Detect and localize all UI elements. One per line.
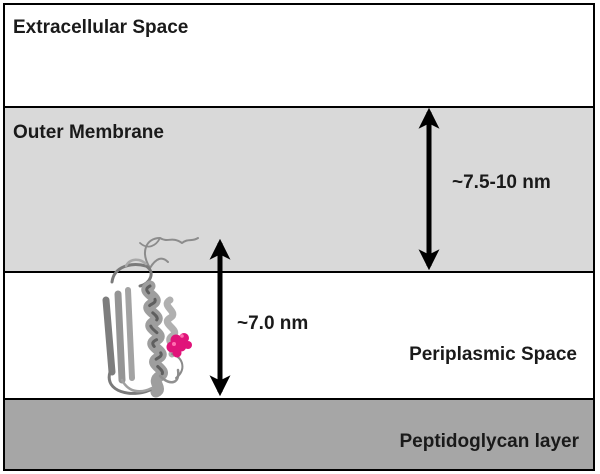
protein-height-label: ~7.0 nm xyxy=(237,313,309,334)
outer-membrane-layer: Outer Membrane xyxy=(5,106,593,273)
extracellular-space-layer: Extracellular Space xyxy=(5,5,593,106)
membrane-diagram: Extracellular Space Outer Membrane Perip… xyxy=(3,3,595,471)
peptidoglycan-layer-label: Peptidoglycan layer xyxy=(399,431,579,452)
extracellular-space-label: Extracellular Space xyxy=(13,17,189,38)
periplasmic-space-label: Periplasmic Space xyxy=(409,344,577,365)
outer-membrane-thickness-label: ~7.5-10 nm xyxy=(452,172,551,193)
ligand-spheres-icon xyxy=(166,333,192,358)
periplasmic-space-layer: Periplasmic Space xyxy=(5,273,593,398)
protein-ribbon-icon xyxy=(102,237,199,398)
peptidoglycan-layer: Peptidoglycan layer xyxy=(5,398,593,469)
outer-membrane-label: Outer Membrane xyxy=(13,122,164,143)
